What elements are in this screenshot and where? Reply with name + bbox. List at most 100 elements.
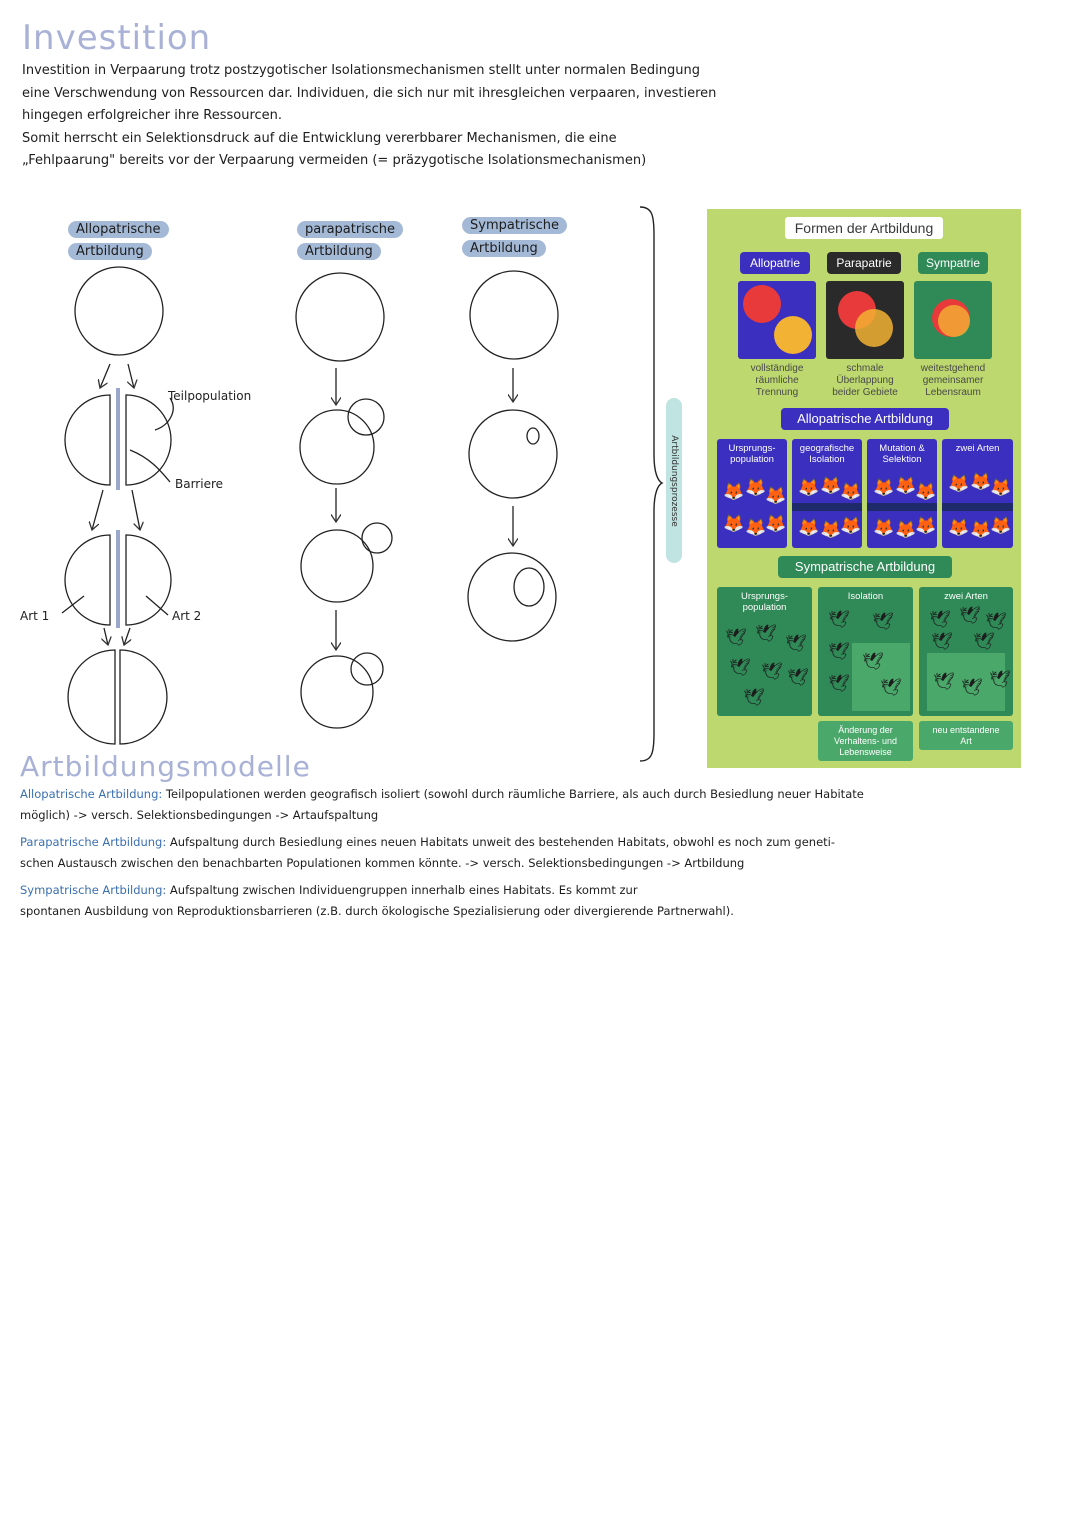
- model-text: möglich) -> versch. Selektionsbedingunge…: [20, 808, 379, 822]
- term-allopatric: Allopatrische Artbildung:: [20, 787, 163, 801]
- sympatric-heading-2: Artbildung: [462, 240, 546, 257]
- half-population: [125, 394, 172, 486]
- pigeon-icon: 🕊: [862, 652, 884, 671]
- side-tag: Artbildungsprozesse: [666, 398, 682, 563]
- pigeon-icon: 🕊: [880, 678, 902, 697]
- population-circle: [300, 655, 374, 729]
- pigeon-icon: 🕊: [929, 610, 951, 629]
- fox-icon: 🦊: [873, 518, 895, 537]
- species-half: [67, 649, 116, 745]
- fox-icon: 🦊: [798, 478, 820, 497]
- new-habitat-circle: [350, 652, 384, 686]
- population-circle: [74, 266, 164, 356]
- pigeon-icon: 🕊: [743, 688, 765, 707]
- speciation-infographic: Formen der Artbildung Allopatrie Parapat…: [707, 209, 1021, 768]
- term-parapatric: Parapatrische Artbildung:: [20, 835, 167, 849]
- subgroup-ellipse: [526, 427, 540, 445]
- fox-icon: 🦊: [948, 518, 970, 537]
- fox-icon: 🦊: [723, 482, 745, 501]
- fox-icon: 🦊: [970, 520, 992, 539]
- new-habitat-circle: [347, 398, 385, 436]
- model-parapatric: Parapatrische Artbildung: Aufspaltung du…: [20, 832, 1060, 874]
- pigeon-icon: 🕊: [787, 668, 809, 687]
- pigeon-icon: 🕊: [973, 632, 995, 651]
- fox-icon: 🦊: [970, 472, 992, 491]
- art2-label: Art 2: [172, 609, 201, 623]
- allopatric-heading-1: Allopatrische: [68, 221, 169, 238]
- pigeon-icon: 🕊: [729, 658, 751, 677]
- pigeon-icon: 🕊: [872, 612, 894, 631]
- teilpopulation-label: Teilpopulation: [167, 389, 251, 403]
- pigeon-icon: 🕊: [828, 642, 850, 661]
- intro-line: Investition in Verpaarung trotz postzygo…: [22, 63, 700, 78]
- venn-parapatrie: [826, 281, 904, 359]
- venn-allopatrie: [738, 281, 816, 359]
- intro-line: hingegen erfolgreicher ihre Ressourcen.: [22, 108, 283, 123]
- sympatric-heading-1: Sympatrische: [462, 217, 568, 234]
- fox-icon: 🦊: [895, 520, 917, 539]
- fox-icon: 🦊: [990, 478, 1012, 497]
- model-text: spontanen Ausbildung von Reproduktionsba…: [20, 904, 734, 918]
- pigeon-icon: 🕊: [828, 674, 850, 693]
- intro-line: eine Verschwendung von Ressourcen dar. I…: [22, 85, 717, 101]
- chip-allopatrie: Allopatrie: [740, 252, 810, 274]
- intro-text: Investition in Verpaarung trotz postzygo…: [22, 60, 822, 173]
- fox-icon: 🦊: [745, 518, 767, 537]
- allo-panel: Ursprungs-population 🦊🦊🦊 🦊🦊🦊: [717, 439, 787, 548]
- fox-icon: 🦊: [948, 474, 970, 493]
- pigeon-icon: 🕊: [828, 610, 850, 629]
- model-sympatric: Sympatrische Artbildung: Aufspaltung zwi…: [20, 880, 1060, 922]
- barriere-label: Barriere: [175, 477, 223, 491]
- fox-icon: 🦊: [820, 476, 842, 495]
- fox-icon: 🦊: [915, 482, 937, 501]
- fox-icon: 🦊: [873, 478, 895, 497]
- allo-panel: zwei Arten 🦊🦊🦊 🦊🦊🦊: [942, 439, 1013, 548]
- sym-panel: Isolation 🕊🕊 🕊🕊 🕊🕊: [818, 587, 913, 716]
- pigeon-icon: 🕊: [959, 606, 981, 625]
- pigeon-icon: 🕊: [933, 672, 955, 691]
- population-circle: [468, 409, 558, 499]
- allopatric-section-title: Allopatrische Artbildung: [781, 408, 949, 430]
- speciation-sketch: Teilpopulation Barriere Art 1 Art 2: [20, 266, 559, 745]
- fox-icon: 🦊: [765, 486, 787, 505]
- infographic-title: Formen der Artbildung: [785, 217, 943, 239]
- fox-icon: 🦊: [798, 518, 820, 537]
- pigeon-icon: 🕊: [785, 634, 807, 653]
- fox-icon: 🦊: [895, 476, 917, 495]
- fox-icon: 🦊: [820, 520, 842, 539]
- pigeon-icon: 🕊: [985, 612, 1007, 631]
- model-text: Teilpopulationen werden geografisch isol…: [162, 787, 864, 801]
- pigeon-icon: 🕊: [761, 662, 783, 681]
- art1-label: Art 1: [20, 609, 49, 623]
- fox-icon: 🦊: [723, 514, 745, 533]
- half-population: [64, 534, 111, 626]
- fox-icon: 🦊: [990, 516, 1012, 535]
- intro-line: „Fehlpaarung" bereits vor der Verpaarung…: [22, 153, 647, 168]
- intro-line: Somit herrscht ein Selektionsdruck auf d…: [22, 130, 617, 146]
- sym-panel: Ursprungs-population 🕊🕊🕊 🕊🕊🕊 🕊: [717, 587, 812, 716]
- allopatric-heading-2: Artbildung: [68, 243, 152, 260]
- pigeon-icon: 🕊: [755, 624, 777, 643]
- pigeon-icon: 🕊: [989, 670, 1011, 689]
- population-circle: [467, 552, 557, 642]
- term-sympatric: Sympatrische Artbildung:: [20, 883, 167, 897]
- pigeon-icon: 🕊: [931, 632, 953, 651]
- fox-icon: 🦊: [915, 516, 937, 535]
- species-half: [119, 649, 168, 745]
- subgroup-ellipse: [513, 567, 545, 607]
- half-population: [64, 394, 111, 486]
- chip-sympatrie: Sympatrie: [918, 252, 988, 274]
- population-circle: [300, 529, 374, 603]
- half-population: [125, 534, 172, 626]
- parapatric-heading-2: Artbildung: [297, 243, 381, 260]
- fox-icon: 🦊: [765, 514, 787, 533]
- population-circle: [469, 270, 559, 360]
- population-circle: [295, 272, 385, 362]
- model-text: schen Austausch zwischen den benachbarte…: [20, 856, 745, 870]
- sympatric-section-title: Sympatrische Artbildung: [778, 556, 952, 578]
- model-text: Aufspaltung durch Besiedlung eines neuen…: [166, 835, 835, 849]
